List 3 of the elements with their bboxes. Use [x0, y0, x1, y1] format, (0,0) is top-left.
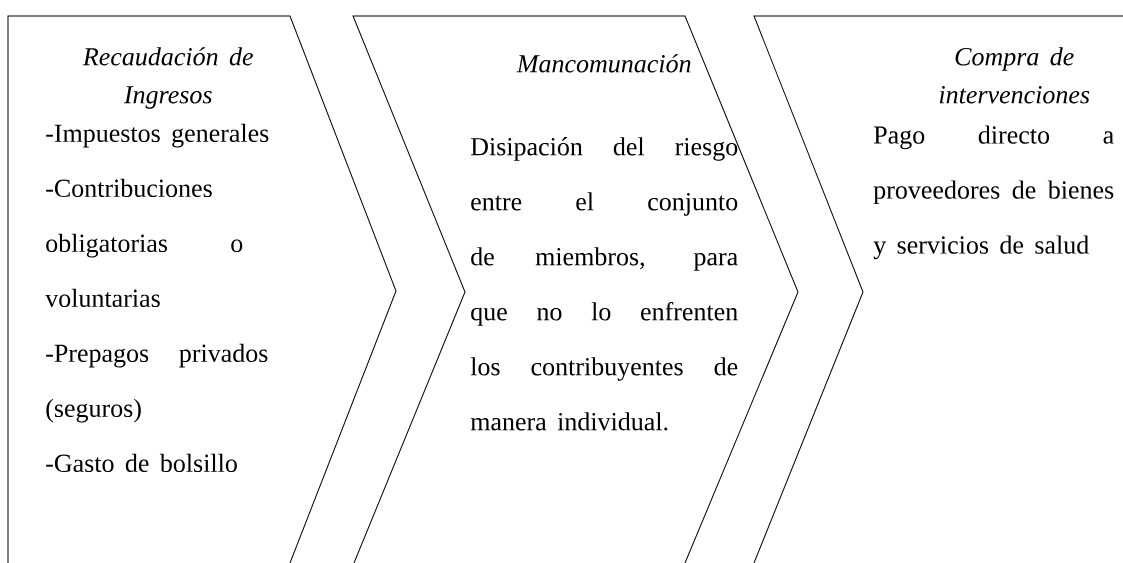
- chevron-box: Mancomunación Disipación del riesgo entre el conjunto de miembros, para que no lo enfrenten los contribuyentes de manera individual.: [352, 15, 799, 563]
- chevron-box: Recaudación de Ingresos -Impuestos generales -Contribuciones obligatorias o voluntarias -Prepagos privados (seguros) -Gasto de bolsillo: [7, 15, 397, 563]
- chevron-box: Compra de intervenciones Pago directo a proveedores de bienes y servicios de salud: [753, 15, 1123, 563]
